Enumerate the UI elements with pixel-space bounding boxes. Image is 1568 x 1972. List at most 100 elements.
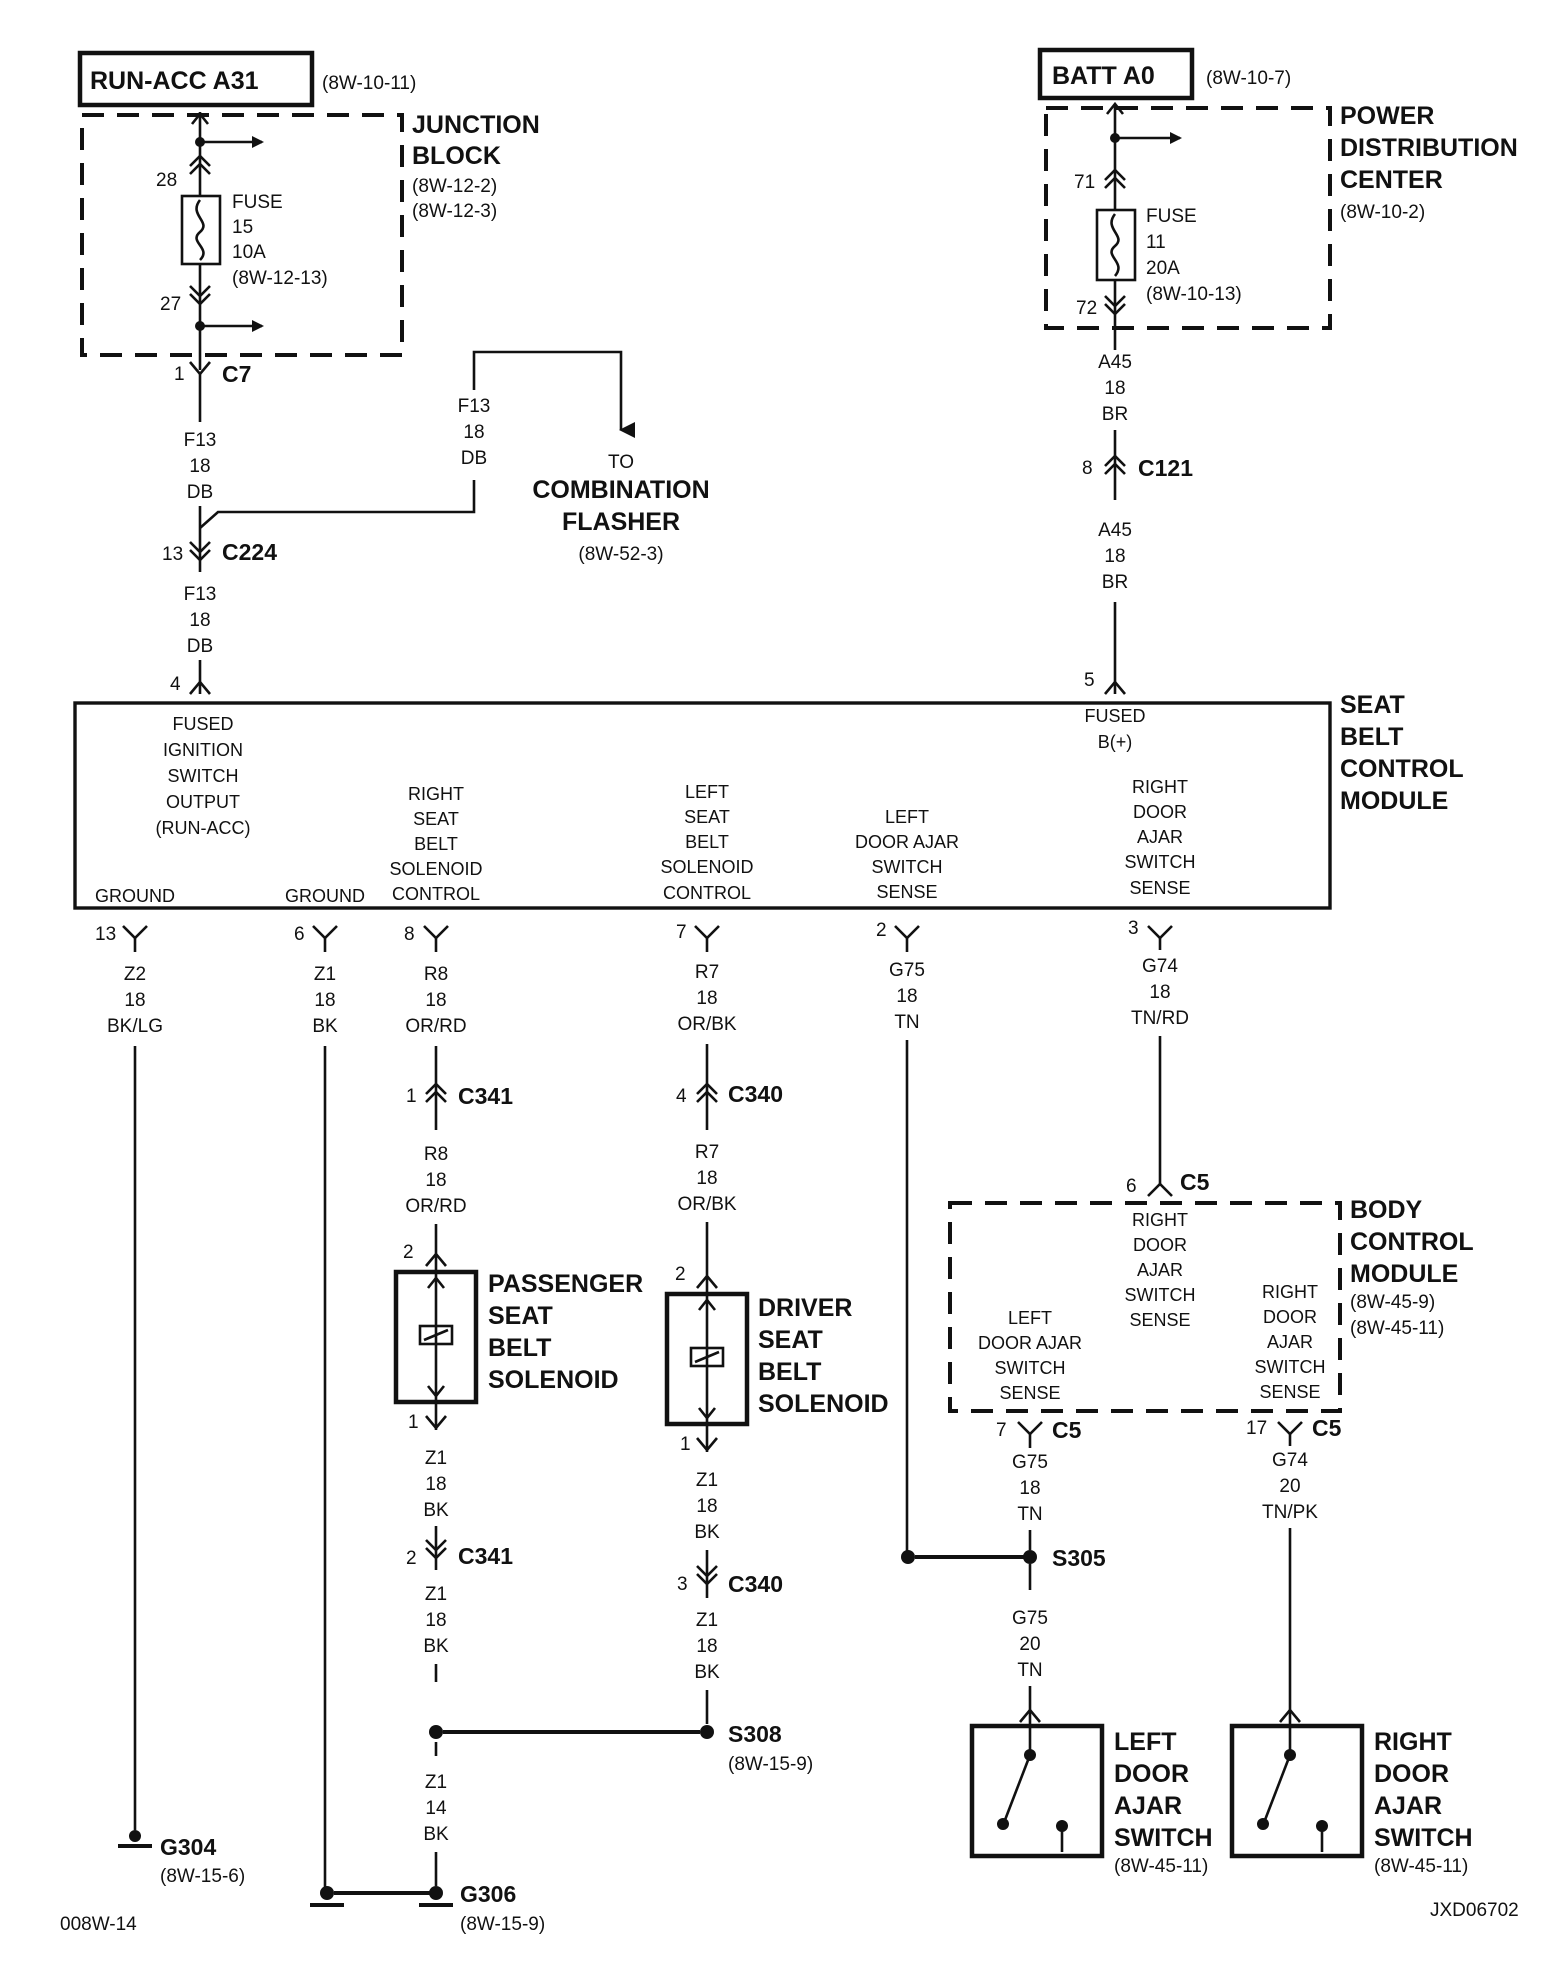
svg-text:(8W-52-3): (8W-52-3) <box>578 544 663 565</box>
c7-pin-1: 1 <box>174 364 185 385</box>
svg-text:18: 18 <box>896 986 917 1007</box>
svg-text:Z1: Z1 <box>696 1610 718 1631</box>
c121-pin-8: 8 <box>1082 458 1093 479</box>
sbcm-ground-1: GROUND <box>95 886 175 906</box>
svg-text:SOLENOID: SOLENOID <box>389 859 482 879</box>
svg-text:BK: BK <box>694 1522 720 1543</box>
svg-text:CONTROL: CONTROL <box>1340 755 1464 783</box>
svg-text:OR/BK: OR/BK <box>677 1194 736 1215</box>
wire-r7-upper: R7 18 OR/BK <box>677 962 736 1035</box>
svg-text:SWITCH: SWITCH <box>995 1358 1066 1378</box>
svg-text:CONTROL: CONTROL <box>392 884 480 904</box>
svg-text:(RUN-ACC): (RUN-ACC) <box>156 818 251 838</box>
body-control-module: BODY CONTROL MODULE (8W-45-9) (8W-45-11)… <box>948 1196 1474 1413</box>
s308-label: S308 <box>728 1721 782 1747</box>
connector-c341-upper: 1 C341 <box>406 1046 513 1130</box>
junction-block: JUNCTION BLOCK (8W-12-2) (8W-12-3) 28 FU… <box>80 111 540 370</box>
sbcm-pin-5: 5 <box>1084 670 1095 691</box>
svg-text:A45: A45 <box>1098 520 1132 541</box>
fuse-15-ref: (8W-12-13) <box>232 268 328 289</box>
svg-text:SWITCH: SWITCH <box>1114 1824 1213 1852</box>
pin-72: 72 <box>1076 298 1097 319</box>
svg-text:14: 14 <box>425 1798 447 1819</box>
svg-text:(8W-45-11): (8W-45-11) <box>1374 1856 1468 1877</box>
svg-text:TN: TN <box>1017 1660 1042 1681</box>
sbcm-right-solenoid-control: RIGHT SEAT BELT SOLENOID CONTROL <box>389 784 482 904</box>
svg-text:18: 18 <box>696 988 717 1009</box>
svg-text:BK: BK <box>423 1636 449 1657</box>
run-acc-source: RUN-ACC A31 (8W-10-11) <box>77 50 416 108</box>
right-door-ajar-switch: RIGHT DOOR AJAR SWITCH (8W-45-11) <box>1229 1723 1473 1877</box>
svg-text:Z1: Z1 <box>425 1772 447 1793</box>
c5-upper-label: C5 <box>1180 1169 1210 1195</box>
bcm-right-door-ajar-right: RIGHT DOOR AJAR SWITCH SENSE <box>1255 1282 1326 1402</box>
svg-text:BK/LG: BK/LG <box>107 1016 163 1037</box>
svg-text:BR: BR <box>1102 572 1128 593</box>
splice-s305: S305 <box>1023 1545 1106 1571</box>
passenger-seat-belt-solenoid: PASSENGER SEAT BELT SOLENOID <box>393 1269 643 1405</box>
svg-text:G75: G75 <box>1012 1608 1048 1629</box>
wire-z2: Z2 18 BK/LG <box>107 964 163 1037</box>
pdc-title-1: POWER <box>1340 102 1434 130</box>
c340-upper-label: C340 <box>728 1081 783 1107</box>
splice-s308-node-left <box>429 1725 443 1739</box>
svg-text:BELT: BELT <box>488 1334 551 1362</box>
svg-text:BK: BK <box>312 1016 338 1037</box>
svg-text:G74: G74 <box>1272 1450 1308 1471</box>
left-switch-body <box>969 1723 1105 1859</box>
svg-text:18: 18 <box>696 1496 717 1517</box>
svg-text:Z1: Z1 <box>425 1584 447 1605</box>
svg-text:F13: F13 <box>184 430 217 451</box>
batt-box <box>1037 47 1195 101</box>
svg-text:TN/PK: TN/PK <box>1262 1502 1318 1523</box>
wire-r7-lower: R7 18 OR/BK <box>677 1142 736 1215</box>
svg-text:R7: R7 <box>695 1142 719 1163</box>
svg-text:20: 20 <box>1019 1634 1040 1655</box>
svg-text:SWITCH: SWITCH <box>1374 1824 1473 1852</box>
svg-text:7: 7 <box>996 1420 1007 1441</box>
right-switch-body <box>1229 1723 1365 1859</box>
batt-source: BATT A0 (8W-10-7) <box>1037 47 1291 101</box>
c5-left-label: C5 <box>1052 1417 1082 1443</box>
footer-right-code: JXD06702 <box>1430 1900 1519 1921</box>
s308-ref: (8W-15-9) <box>728 1754 813 1775</box>
wire-z1-drv-lower: Z1 18 BK <box>694 1610 720 1683</box>
svg-text:Z1: Z1 <box>314 964 336 985</box>
connector-c340-upper: 4 C340 <box>676 1044 783 1130</box>
svg-text:18: 18 <box>425 990 446 1011</box>
svg-text:OR/BK: OR/BK <box>677 1014 736 1035</box>
svg-text:DB: DB <box>461 448 487 469</box>
svg-text:DOOR: DOOR <box>1263 1307 1317 1327</box>
svg-text:BELT: BELT <box>685 832 729 852</box>
ground-g306: G306 (8W-15-9) <box>419 1881 545 1935</box>
pdc-ref: (8W-10-2) <box>1340 202 1425 223</box>
svg-text:(8W-45-11): (8W-45-11) <box>1350 1318 1444 1339</box>
svg-text:OUTPUT: OUTPUT <box>166 792 240 812</box>
svg-text:SOLENOID: SOLENOID <box>758 1390 889 1418</box>
junction-block-ref-1: (8W-12-2) <box>412 176 497 197</box>
svg-text:CONTROL: CONTROL <box>1350 1228 1474 1256</box>
svg-text:6: 6 <box>1126 1176 1137 1197</box>
connector-c121: 8 C121 <box>1082 430 1193 500</box>
svg-text:SWITCH: SWITCH <box>168 766 239 786</box>
svg-text:Z1: Z1 <box>696 1470 718 1491</box>
pdc-outline <box>1044 106 1332 330</box>
wire-z1-pass-lower: Z1 18 BK <box>423 1584 449 1657</box>
c224-label: C224 <box>222 539 277 565</box>
svg-text:FUSED: FUSED <box>1084 706 1145 726</box>
svg-text:SEAT: SEAT <box>1340 691 1405 719</box>
sbcm-right-door-ajar-sense: RIGHT DOOR AJAR SWITCH SENSE <box>1125 777 1196 898</box>
svg-text:G75: G75 <box>889 960 925 981</box>
svg-text:FLASHER: FLASHER <box>562 508 680 536</box>
svg-text:DOOR AJAR: DOOR AJAR <box>978 1333 1082 1353</box>
svg-text:BR: BR <box>1102 404 1128 425</box>
svg-text:18: 18 <box>314 990 335 1011</box>
left-door-ajar-switch: LEFT DOOR AJAR SWITCH (8W-45-11) <box>969 1723 1213 1877</box>
svg-text:OR/RD: OR/RD <box>405 1016 466 1037</box>
svg-text:2: 2 <box>675 1264 686 1285</box>
svg-text:SENSE: SENSE <box>999 1383 1060 1403</box>
ground-g304: G304 (8W-15-6) <box>118 1830 245 1887</box>
c5-right-label: C5 <box>1312 1415 1342 1441</box>
to-combination-flasher: TO COMBINATION FLASHER (8W-52-3) <box>532 452 709 565</box>
